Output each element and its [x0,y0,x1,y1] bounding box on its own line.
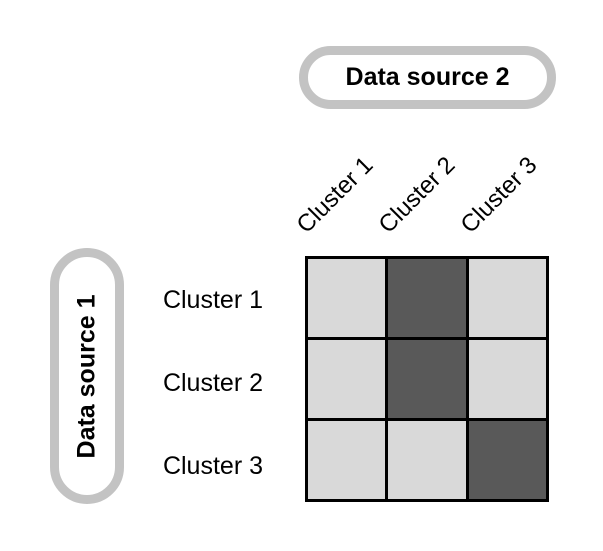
data-source-2-pill: Data source 2 [299,46,556,109]
matrix-cell [388,340,466,418]
row-header-cluster-1: Cluster 1 [162,286,263,314]
matrix-cell [308,421,386,499]
cluster-correspondence-matrix [305,256,549,502]
data-source-1-label: Data source 1 [72,294,101,458]
matrix-cell [308,340,386,418]
data-source-1-pill: Data source 1 [50,248,124,504]
matrix-cell [468,259,546,337]
matrix-cell [308,259,386,337]
row-header-cluster-3: Cluster 3 [162,452,263,480]
matrix-cell [468,421,546,499]
row-header-cluster-2: Cluster 2 [162,369,263,397]
matrix-cell [388,259,466,337]
matrix-cell [468,340,546,418]
data-source-2-label: Data source 2 [345,63,510,91]
matrix-cell [388,421,466,499]
